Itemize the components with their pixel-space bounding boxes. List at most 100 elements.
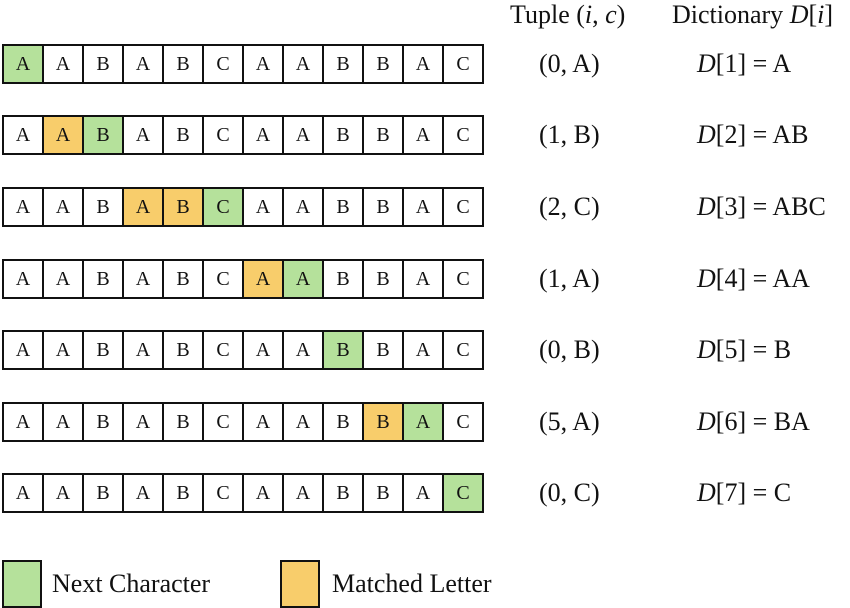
matched-cell: A	[44, 117, 84, 153]
char-cell: C	[204, 117, 244, 153]
dict-value: = AB	[746, 120, 809, 149]
next-char-cell: C	[204, 189, 244, 225]
char-cell: C	[204, 404, 244, 440]
char-cell: B	[324, 46, 364, 82]
char-cell: A	[124, 261, 164, 297]
dict-index: [3]	[715, 192, 747, 221]
char-cell: B	[324, 261, 364, 297]
dict-index: [4]	[715, 264, 747, 293]
tuple-value: (5, A)	[539, 407, 600, 436]
char-cell: B	[324, 117, 364, 153]
char-cell: A	[284, 189, 324, 225]
char-cell: A	[244, 189, 284, 225]
char-cell: B	[84, 475, 124, 511]
tuple-value: (0, C)	[539, 478, 600, 507]
char-cell: A	[284, 475, 324, 511]
char-cell: A	[124, 332, 164, 368]
dict-index: [6]	[715, 407, 747, 436]
dict-header-d: D	[789, 0, 809, 29]
char-cell: A	[44, 332, 84, 368]
char-cell: A	[404, 261, 444, 297]
char-cell: A	[284, 46, 324, 82]
char-cell: C	[444, 404, 482, 440]
char-cell: A	[404, 189, 444, 225]
char-cell: A	[244, 475, 284, 511]
char-cell: A	[4, 475, 44, 511]
char-cell: A	[284, 117, 324, 153]
next-char-cell: B	[324, 332, 364, 368]
matched-cell: B	[164, 189, 204, 225]
dict-symbol: D	[697, 335, 716, 364]
char-cell: B	[84, 189, 124, 225]
char-cell: B	[364, 46, 404, 82]
char-cell: C	[444, 117, 482, 153]
char-cell: A	[124, 117, 164, 153]
char-cell: C	[204, 46, 244, 82]
char-cell: A	[404, 475, 444, 511]
char-cell: A	[124, 475, 164, 511]
tuple-value: (1, A)	[539, 264, 600, 293]
char-cell: B	[324, 404, 364, 440]
char-cell: A	[124, 404, 164, 440]
next-char-cell: C	[444, 475, 482, 511]
char-cell: A	[44, 404, 84, 440]
char-cell: A	[124, 46, 164, 82]
tuple-column-header: Tuple (i, c)	[510, 0, 625, 30]
dict-value: = AA	[746, 264, 810, 293]
char-cell: B	[324, 475, 364, 511]
char-cell: C	[204, 261, 244, 297]
char-cell: A	[404, 46, 444, 82]
dictionary-column-header: Dictionary D[i]	[672, 0, 833, 30]
dictionary-entry: D[5] = B	[697, 332, 791, 368]
tuple-header-prefix: Tuple (	[510, 0, 585, 29]
dict-symbol: D	[697, 264, 716, 293]
match-swatch	[280, 560, 320, 608]
char-cell: B	[84, 261, 124, 297]
next-char-cell: B	[84, 117, 124, 153]
tuple-header-suffix: )	[616, 0, 626, 29]
dict-symbol: D	[697, 120, 716, 149]
char-cell: B	[164, 117, 204, 153]
dictionary-entry: D[7] = C	[697, 475, 791, 511]
char-cell: A	[244, 46, 284, 82]
char-cell: C	[444, 46, 482, 82]
char-cell: B	[84, 404, 124, 440]
matched-cell: A	[124, 189, 164, 225]
next-char-cell: A	[284, 261, 324, 297]
matched-cell: A	[244, 261, 284, 297]
char-cell: B	[364, 332, 404, 368]
char-cell: B	[164, 332, 204, 368]
match-legend-label: Matched Letter	[332, 569, 492, 598]
char-cell: C	[444, 261, 482, 297]
tuple-header-sep: ,	[592, 0, 606, 29]
tuple-value: (0, B)	[539, 335, 600, 364]
char-cell: A	[244, 404, 284, 440]
char-cell: A	[404, 332, 444, 368]
dictionary-entry: D[6] = BA	[697, 404, 810, 440]
dict-symbol: D	[697, 478, 716, 507]
dict-header-close: ]	[824, 0, 834, 29]
tuple-header-c: c	[605, 0, 617, 29]
char-cell: B	[364, 117, 404, 153]
matched-cell: B	[364, 404, 404, 440]
tuple-value: (2, C)	[539, 192, 600, 221]
char-cell: B	[84, 46, 124, 82]
next-legend-label: Next Character	[52, 569, 211, 598]
tuple-value: (1, B)	[539, 120, 600, 149]
char-cell: C	[204, 332, 244, 368]
dict-header-prefix: Dictionary	[672, 0, 790, 29]
char-cell: A	[244, 117, 284, 153]
char-cell: B	[164, 404, 204, 440]
char-cell: A	[404, 117, 444, 153]
dict-header-open: [	[808, 0, 818, 29]
dictionary-entry: D[4] = AA	[697, 261, 810, 297]
dict-index: [7]	[715, 478, 747, 507]
char-cell: A	[44, 475, 84, 511]
dict-index: [2]	[715, 120, 747, 149]
char-cell: C	[444, 189, 482, 225]
char-cell: B	[364, 189, 404, 225]
